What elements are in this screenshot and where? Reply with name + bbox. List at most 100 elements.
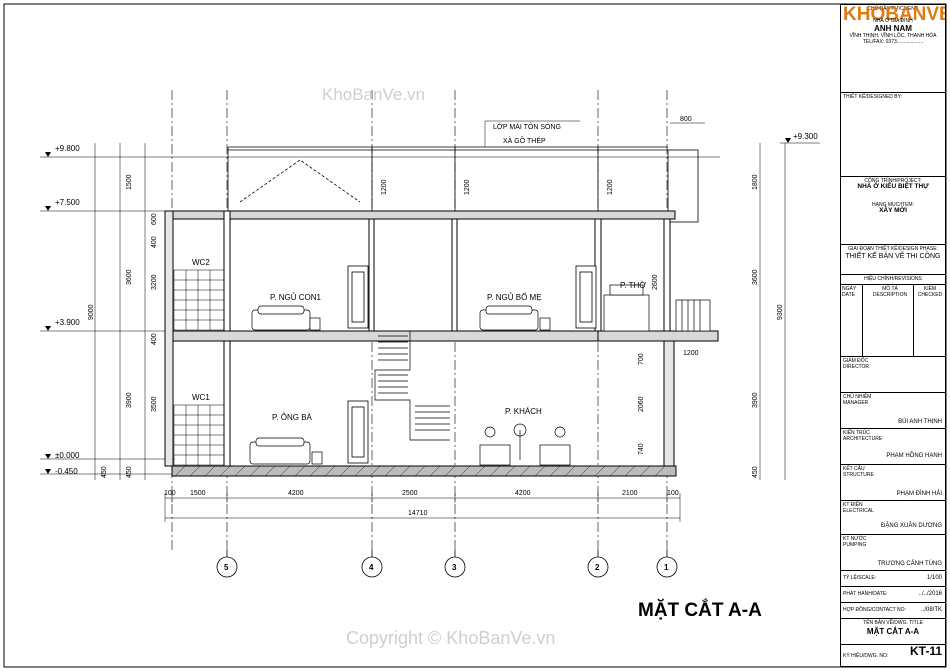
level-3900: +3.900 bbox=[55, 318, 80, 327]
wc-tiles bbox=[173, 269, 225, 466]
item-label: HẠNG MỤC/ITEM: bbox=[872, 202, 914, 208]
axis-label-4: 4 bbox=[369, 563, 374, 572]
axis-label-2: 2 bbox=[595, 563, 600, 572]
designed-label: THIẾT KẾ/DESIGNED BY: bbox=[843, 94, 903, 100]
rdim-1800: 1800 bbox=[752, 174, 759, 190]
client-tel: TEL/FAX: 0373................... bbox=[862, 39, 924, 45]
idim-2060: 2060 bbox=[638, 396, 645, 412]
dim-450-b: 450 bbox=[126, 466, 133, 478]
level-lines bbox=[40, 142, 820, 475]
pumping-name: TRƯƠNG CẢNH TÙNG bbox=[877, 561, 943, 567]
bdim-100-left: 100 bbox=[164, 490, 176, 497]
rdim-450: 450 bbox=[752, 466, 759, 478]
rev-col-checked: KIỂM CHECKED bbox=[917, 286, 943, 298]
item-name: XÂY MỚI bbox=[879, 207, 907, 214]
revisions-header: HIỆU CHỈNH/REVISIONS bbox=[841, 275, 945, 285]
axis-bubbles bbox=[216, 550, 678, 578]
living-furniture bbox=[479, 423, 571, 466]
level-minus-0450: -0.450 bbox=[55, 467, 78, 476]
director-row: GIÁM ĐỐC DIRECTOR bbox=[841, 357, 945, 393]
scale-label: TỶ LỆ/SCALE: bbox=[843, 575, 877, 581]
dwg-title-value: MẶT CẮT A-A bbox=[866, 627, 920, 636]
phase-name: THIẾT KẾ BẢN VẼ THI CÔNG bbox=[845, 253, 941, 260]
electrical-name: ĐẶNG XUÂN DƯƠNG bbox=[881, 523, 942, 529]
level-markers bbox=[45, 138, 791, 474]
room-ngu-con: P. NGỦ CON1 bbox=[270, 293, 322, 302]
rev-col-desc: MÔ TẢ DESCRIPTION bbox=[872, 286, 908, 298]
title-block: CHỦ ĐẦU TƯ/CLIENT: KHOBANVE NHÀ Ở GIA ĐÌ… bbox=[840, 4, 946, 667]
client-label: CHỦ ĐẦU TƯ/CLIENT: bbox=[867, 6, 919, 12]
idim-1200-b: 1200 bbox=[464, 179, 471, 195]
roof-notes bbox=[484, 120, 705, 147]
doors bbox=[347, 265, 597, 464]
ground-hatch bbox=[174, 465, 666, 477]
room-tho: P. THỜ bbox=[620, 281, 646, 290]
level-0000: ±0.000 bbox=[55, 451, 80, 460]
bdim-2100: 2100 bbox=[622, 490, 638, 497]
roof-note: LỚP MÁI TÔN SÓNG bbox=[493, 122, 561, 131]
idim-2600: 2600 bbox=[652, 274, 659, 290]
manager-label: CHỦ NHIỆM MANAGER bbox=[843, 394, 872, 406]
dim-9000: 9000 bbox=[88, 304, 95, 320]
room-ong-ba: P. ÔNG BÀ bbox=[272, 413, 313, 422]
project-block: CÔNG TRÌNH/PROJECT: NHÀ Ở KIỂU BIỆT THỰ … bbox=[841, 177, 945, 245]
electrical-row: KT ĐIỆN ELECTRICAL ĐẶNG XUÂN DƯƠNG bbox=[841, 501, 945, 535]
left-dim-lines bbox=[94, 143, 146, 480]
contract-value: ../08/TK bbox=[920, 607, 942, 613]
bdim-100-right: 100 bbox=[667, 490, 679, 497]
pumping-label: KT NƯỚC PUMPING bbox=[843, 536, 867, 548]
right-dim-lines bbox=[759, 143, 786, 480]
manager-row: CHỦ NHIỆM MANAGER BÙI ANH THỊNH bbox=[841, 393, 945, 429]
idim-740: 740 bbox=[638, 443, 645, 455]
dwg-no-value: KT-11 bbox=[909, 645, 942, 658]
idim-1200-c: 1200 bbox=[607, 179, 614, 195]
date-row: PHÁT HÀNH/DATE: ../../2016 bbox=[841, 587, 945, 603]
dim-600: 600 bbox=[151, 213, 158, 225]
rdim-9300: 9300 bbox=[777, 304, 784, 320]
structure-name: PHẠM ĐÌNH HẢI bbox=[896, 491, 942, 497]
designed-by-block: THIẾT KẾ/DESIGNED BY: bbox=[841, 93, 945, 177]
room-ngu-bo-me: P. NGỦ BỐ MẸ bbox=[487, 292, 542, 302]
dim-400-top: 400 bbox=[151, 236, 158, 248]
revisions-label: HIỆU CHỈNH/REVISIONS bbox=[864, 276, 922, 282]
bottom-dim-lines bbox=[164, 493, 681, 522]
khobanve-logo: KHOBANVE bbox=[843, 5, 945, 25]
room-wc1: WC1 bbox=[192, 393, 210, 402]
client-name-1: NHÀ Ở GIA ĐÌNH bbox=[873, 18, 913, 24]
dwg-title-row: TÊN BẢN VẼ/DWG. TITLE MẶT CẮT A-A bbox=[841, 619, 945, 645]
rev-col-date: NGÀY DATE bbox=[842, 286, 857, 298]
rev-divider-2 bbox=[913, 285, 914, 356]
pumping-row: KT NƯỚC PUMPING TRƯƠNG CẢNH TÙNG bbox=[841, 535, 945, 571]
level-9300: +9.300 bbox=[793, 132, 818, 141]
axis-label-1: 1 bbox=[664, 563, 669, 572]
dim-3500: 3500 bbox=[151, 396, 158, 412]
overhang-dim: 800 bbox=[680, 116, 692, 123]
structure-label: KẾT CẤU STRUCTURE bbox=[843, 466, 874, 478]
drawing-title: MẶT CẮT A-A bbox=[638, 600, 762, 621]
bdim-total: 14710 bbox=[408, 510, 428, 517]
project-name: NHÀ Ở KIỂU BIỆT THỰ bbox=[857, 183, 929, 190]
altar-balcony bbox=[603, 284, 711, 332]
contract-label: HỢP ĐỒNG/CONTACT NO: bbox=[843, 607, 906, 613]
watermark-top: KhoBanVe.vn bbox=[322, 85, 426, 104]
axis-label-3: 3 bbox=[452, 563, 457, 572]
bdim-2500: 2500 bbox=[402, 490, 418, 497]
structure-row: KẾT CẤU STRUCTURE PHẠM ĐÌNH HẢI bbox=[841, 465, 945, 501]
bdim-4200-b: 4200 bbox=[515, 490, 531, 497]
contract-row: HỢP ĐỒNG/CONTACT NO: ../08/TK bbox=[841, 603, 945, 619]
scale-row: TỶ LỆ/SCALE: 1/100 bbox=[841, 571, 945, 587]
dwg-title-label: TÊN BẢN VẼ/DWG. TITLE bbox=[863, 620, 923, 626]
phase-label: GIAI ĐOẠN THIẾT KẾ/DESIGN PHASE: bbox=[848, 246, 938, 252]
architect-name: PHẠM HỒNG HẠNH bbox=[886, 453, 942, 459]
rdim-3900: 3900 bbox=[752, 392, 759, 408]
truss-note: XÀ GỒ THÉP bbox=[503, 135, 546, 145]
client-name-2: ANH NAM bbox=[874, 24, 912, 33]
balcony-dim: 1200 bbox=[683, 350, 699, 357]
bdim-4200-a: 4200 bbox=[288, 490, 304, 497]
client-address: VĨNH THỊNH, VĨNH LỘC, THANH HÓA bbox=[849, 33, 937, 39]
director-label: GIÁM ĐỐC DIRECTOR bbox=[843, 358, 870, 370]
rev-divider-1 bbox=[862, 285, 863, 356]
date-value: ../../2016 bbox=[918, 591, 942, 597]
date-label: PHÁT HÀNH/DATE: bbox=[843, 591, 888, 597]
idim-700: 700 bbox=[638, 353, 645, 365]
